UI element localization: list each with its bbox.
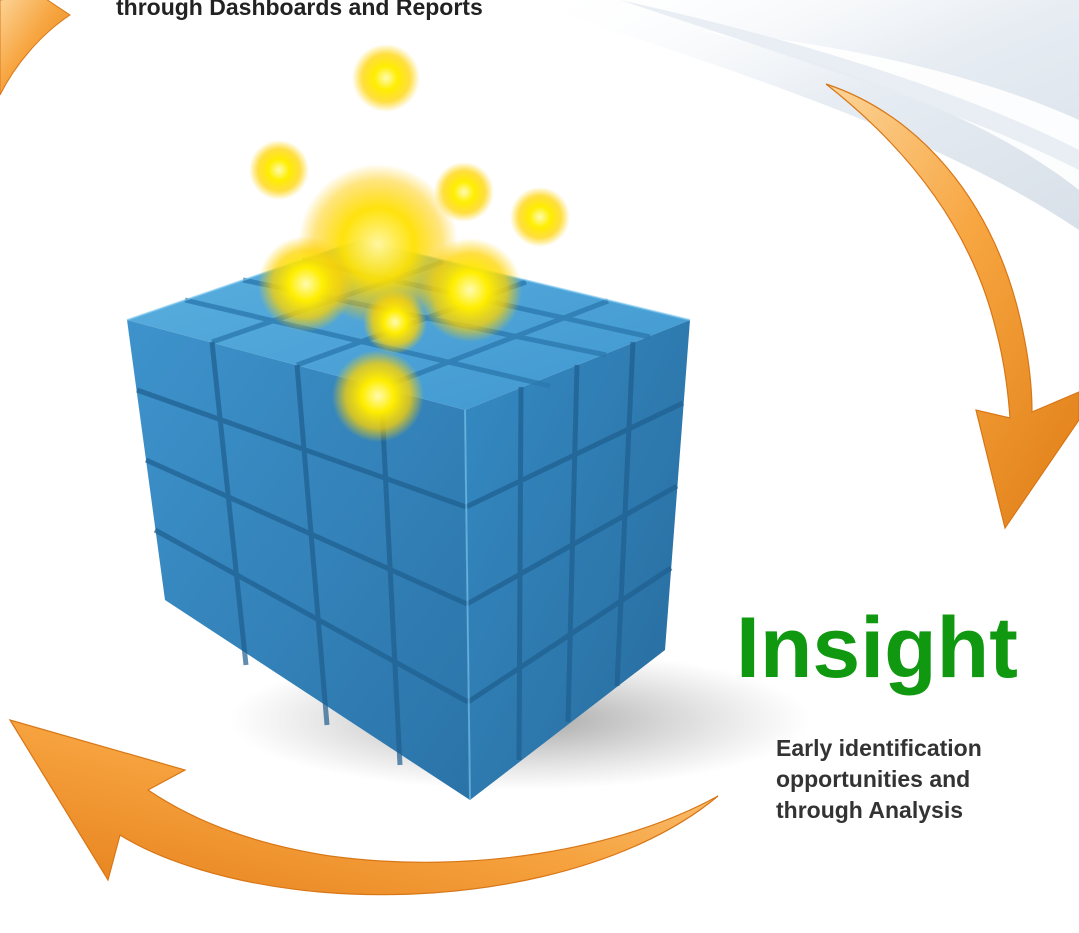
insight-line: Early identification xyxy=(776,735,982,761)
insight-description: Early identification opportunities and t… xyxy=(776,733,982,826)
insight-line: through Analysis xyxy=(776,797,963,823)
insight-title: Insight xyxy=(736,600,1018,696)
insight-line: opportunities and xyxy=(776,766,971,792)
curved-arrow-icon xyxy=(8,718,719,896)
dashboards-caption: through Dashboards and Reports xyxy=(116,0,483,20)
glow-orbs xyxy=(249,44,570,442)
curved-arrow-icon xyxy=(825,83,1079,530)
curved-arrow-icon xyxy=(0,0,71,96)
background-swoosh xyxy=(520,0,1079,230)
